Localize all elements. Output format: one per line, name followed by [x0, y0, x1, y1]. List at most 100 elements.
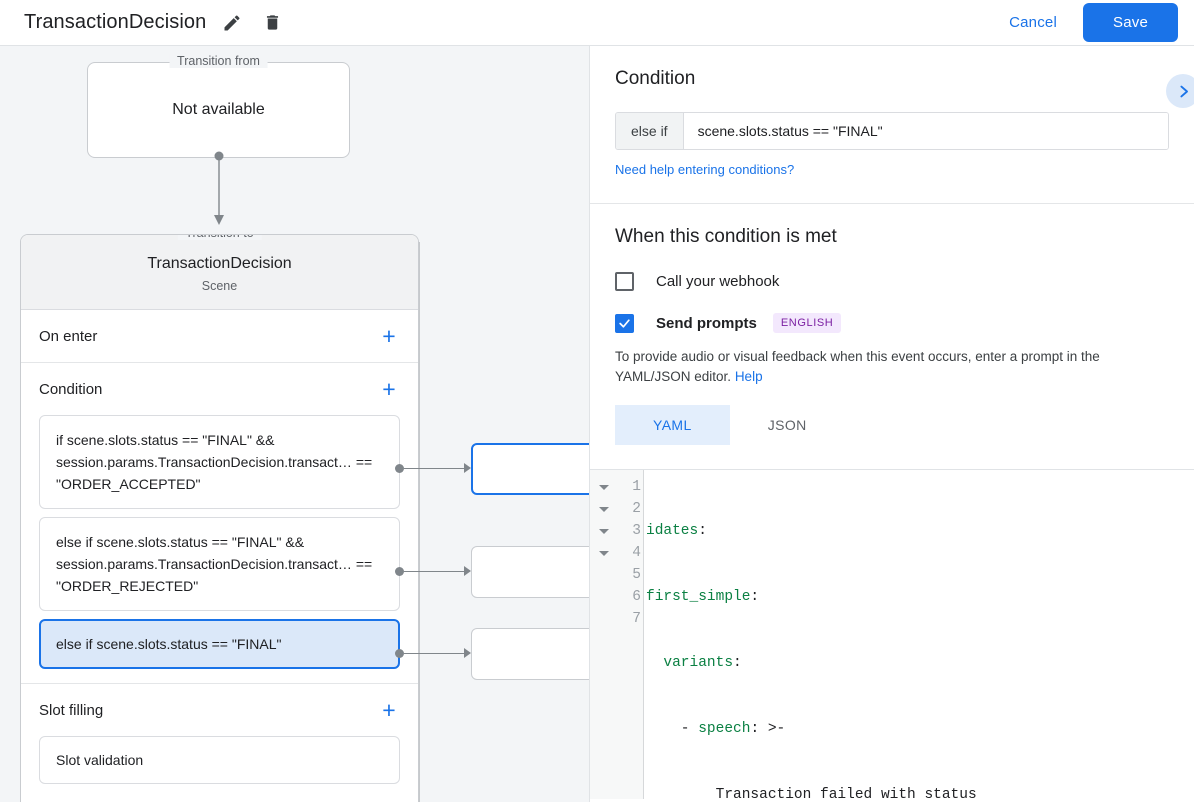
connector-dot — [395, 464, 404, 473]
pencil-icon[interactable] — [218, 9, 246, 37]
connector-line — [404, 571, 464, 572]
editor-format-tabs: YAML JSON — [615, 405, 1169, 445]
transition-target-box[interactable] — [471, 628, 589, 680]
line-number: 4 — [632, 545, 641, 561]
scene-type: Scene — [201, 279, 238, 293]
line-number: 5 — [632, 567, 641, 583]
code-key: idates — [646, 523, 699, 539]
webhook-checkbox[interactable] — [615, 272, 634, 291]
code-line: Transaction failed with status — [644, 784, 1194, 799]
code-key: first_simple — [646, 589, 751, 605]
webhook-label: Call your webhook — [656, 273, 780, 290]
scene-header[interactable]: TransactionDecision Scene — [21, 235, 418, 310]
code-indent — [646, 655, 663, 671]
save-button[interactable]: Save — [1083, 3, 1178, 42]
code-key: speech — [698, 721, 751, 737]
transition-connector-arrow — [212, 151, 226, 234]
prompts-help-link[interactable]: Help — [734, 369, 763, 384]
send-prompts-label: Send prompts — [656, 314, 757, 332]
line-number: 1 — [632, 479, 641, 495]
section-condition-title: Condition — [39, 380, 103, 398]
panel-condition-section: Condition else if Need help entering con… — [590, 46, 1194, 204]
section-condition: Condition + if scene.slots.status == "FI… — [21, 363, 418, 684]
section-on-enter-header: On enter + — [39, 310, 400, 362]
prompts-hint-body: To provide audio or visual feedback when… — [615, 349, 1100, 384]
fold-spacer — [590, 608, 618, 630]
fold-spacer — [590, 564, 618, 586]
condition-list-item[interactable]: else if scene.slots.status == "FINAL" &&… — [39, 517, 400, 611]
editor-fold-column — [590, 470, 618, 799]
panel-condition-title: Condition — [615, 68, 696, 89]
section-slot-filling-title: Slot filling — [39, 701, 104, 719]
connector-arrow-icon — [464, 463, 471, 473]
page-title: TransactionDecision — [24, 11, 207, 33]
transition-from-legend: Transition from — [169, 54, 268, 68]
code-line: - speech: >- — [644, 718, 1194, 740]
fold-toggle-icon[interactable] — [590, 542, 618, 564]
fold-toggle-icon[interactable] — [590, 520, 618, 542]
connector-dot — [395, 649, 404, 658]
webhook-checkbox-row[interactable]: Call your webhook — [615, 272, 1169, 291]
fold-spacer — [590, 586, 618, 608]
scene-name: TransactionDecision — [147, 255, 292, 272]
send-prompts-checkbox-row[interactable]: Send prompts ENGLISH — [615, 313, 1169, 333]
line-number: 2 — [632, 501, 641, 517]
transition-from-box[interactable]: Transition from Not available — [87, 54, 350, 158]
code-rest: : >- — [750, 721, 786, 737]
details-panel: Condition else if Need help entering con… — [589, 46, 1194, 802]
language-badge: ENGLISH — [772, 313, 842, 333]
tab-json[interactable]: JSON — [767, 417, 807, 433]
trash-icon[interactable] — [258, 9, 286, 37]
line-number: 7 — [632, 611, 641, 627]
condition-expression-input[interactable] — [683, 113, 1168, 149]
code-rest: Transaction failed with status — [646, 787, 977, 799]
flow-canvas: Transition from Not available Transition… — [0, 46, 589, 802]
code-line: first_simple: — [644, 586, 1194, 608]
chevron-right-icon[interactable] — [1166, 74, 1194, 108]
transition-target-box[interactable] — [471, 546, 589, 598]
condition-help-link[interactable]: Need help entering conditions? — [615, 162, 795, 177]
transition-target-box-selected[interactable] — [471, 443, 589, 495]
add-condition-icon[interactable]: + — [382, 375, 396, 402]
slot-validation-item[interactable]: Slot validation — [39, 736, 400, 784]
fold-toggle-icon[interactable] — [590, 498, 618, 520]
code-line: idates: — [644, 520, 1194, 542]
transition-from-value: Not available — [172, 101, 265, 118]
section-slot-filling-header: Slot filling + — [39, 684, 400, 736]
tab-yaml[interactable]: YAML — [615, 405, 730, 445]
editor-line-numbers: 1 2 3 4 5 6 7 — [618, 470, 644, 799]
section-slot-filling: Slot filling + Slot validation — [21, 684, 418, 798]
connector-arrow-icon — [464, 566, 471, 576]
send-prompts-checkbox[interactable] — [615, 313, 634, 333]
section-condition-header: Condition + — [39, 363, 400, 415]
condition-prefix-label: else if — [616, 113, 684, 149]
condition-list-item-selected[interactable]: else if scene.slots.status == "FINAL" — [39, 619, 400, 669]
connector-arrow-icon — [464, 648, 471, 658]
connector-line — [404, 653, 464, 654]
fold-toggle-icon[interactable] — [590, 476, 618, 498]
condition-list-item[interactable]: if scene.slots.status == "FINAL" && sess… — [39, 415, 400, 509]
cancel-button[interactable]: Cancel — [993, 6, 1073, 39]
line-number: 3 — [632, 523, 641, 539]
connector-dot — [395, 567, 404, 576]
connector-rail — [419, 242, 420, 802]
when-met-title: When this condition is met — [615, 226, 837, 247]
code-key: variants — [663, 655, 734, 671]
prompts-hint-text: To provide audio or visual feedback when… — [615, 347, 1169, 387]
section-on-enter: On enter + — [21, 310, 418, 363]
transition-to-legend: Transition to — [177, 235, 262, 240]
section-on-enter-title: On enter — [39, 327, 98, 345]
add-on-enter-icon[interactable]: + — [382, 322, 396, 349]
scene-card: Transition to TransactionDecision Scene … — [20, 234, 419, 802]
code-line: variants: — [644, 652, 1194, 674]
yaml-code-editor[interactable]: 1 2 3 4 5 6 7 idates: first_simple: vari… — [590, 469, 1194, 799]
add-slot-filling-icon[interactable]: + — [382, 696, 396, 723]
connector-line — [404, 468, 464, 469]
condition-input-row: else if — [615, 112, 1169, 150]
editor-code-area[interactable]: idates: first_simple: variants: - speech… — [644, 470, 1194, 799]
code-rest: : — [750, 589, 760, 605]
panel-when-met-section: When this condition is met Call your web… — [590, 204, 1194, 469]
line-number: 6 — [632, 589, 641, 605]
code-rest: : — [733, 655, 742, 671]
